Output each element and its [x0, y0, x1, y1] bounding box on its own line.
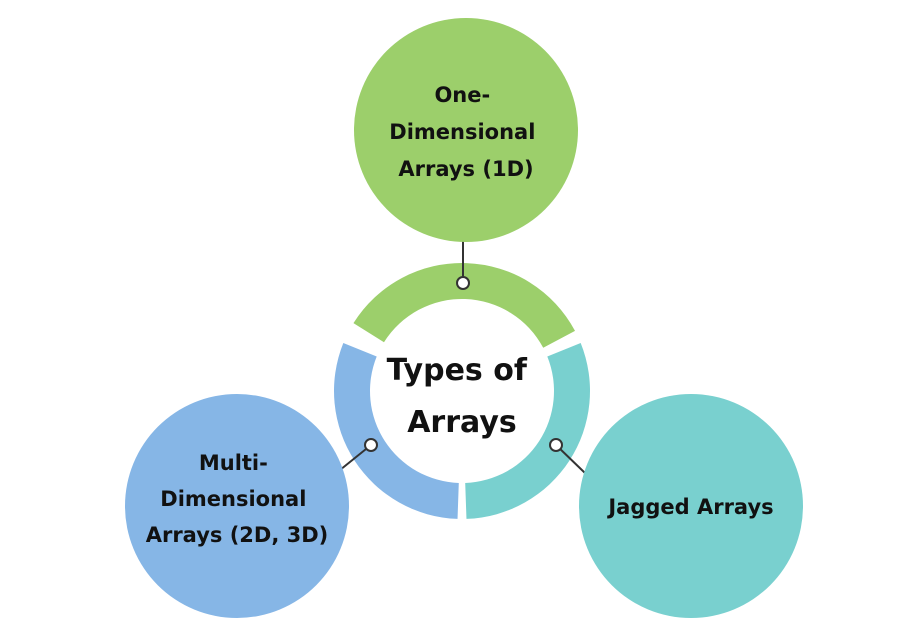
node-label-one-dimensional-line-1: One- [434, 83, 490, 107]
ring-segment-multi-dimensional [334, 343, 459, 519]
ring-segment-one-dimensional [353, 262, 576, 348]
connector-dot-multi-dimensional [364, 438, 378, 452]
node-label-multi-dimensional-line-3: Arrays (2D, 3D) [146, 523, 329, 547]
center-title-line-1: Types of [387, 353, 528, 388]
node-multi-dimensional [125, 394, 349, 618]
connector-dot-one-dimensional [456, 276, 470, 290]
node-jagged [579, 394, 803, 618]
connector-dot-jagged [549, 438, 563, 452]
node-label-multi-dimensional: Multi- Dimensional Arrays (2D, 3D) [146, 451, 329, 547]
node-label-one-dimensional: One- Dimensional Arrays (1D) [389, 83, 542, 181]
node-one-dimensional [354, 18, 578, 242]
ring-segment-jagged [465, 343, 590, 519]
node-label-multi-dimensional-line-1: Multi- [199, 451, 268, 475]
center-title: Types of Arrays [387, 353, 538, 440]
node-label-one-dimensional-line-3: Arrays (1D) [398, 157, 533, 181]
center-title-line-2: Arrays [407, 405, 517, 440]
node-label-multi-dimensional-line-2: Dimensional [160, 487, 306, 511]
node-label-one-dimensional-line-2: Dimensional [389, 120, 535, 144]
node-label-jagged-line-1: Jagged Arrays [606, 495, 773, 519]
node-label-jagged: Jagged Arrays [606, 495, 773, 519]
